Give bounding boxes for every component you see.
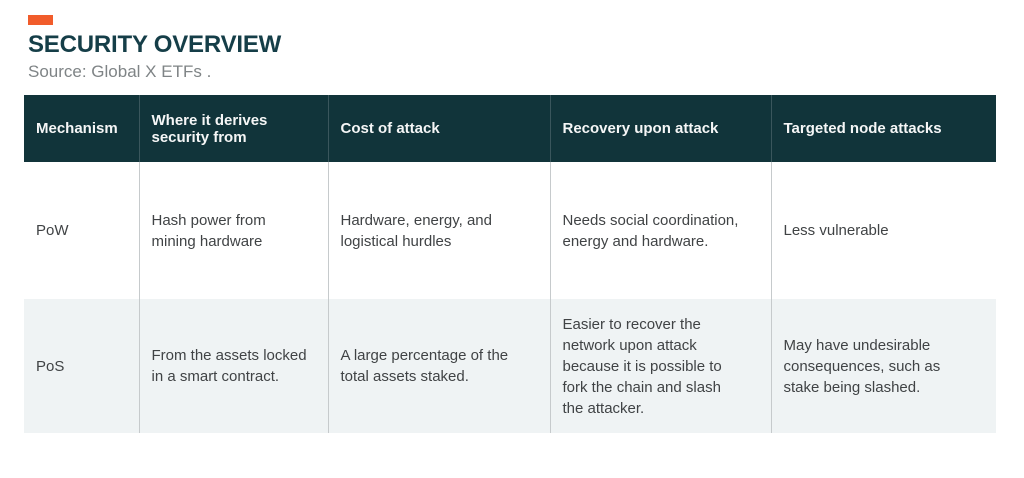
pos-cost-cell: A large percentage of the total assets s… — [327, 299, 550, 433]
security-table: Mechanism Where it derives security from… — [24, 95, 996, 433]
column-header-targeted-node-attacks: Targeted node attacks — [770, 95, 996, 162]
pos-mechanism-cell: PoS — [36, 357, 65, 375]
column-header-cost-of-attack: Cost of attack — [327, 95, 550, 162]
pos-derives-cell: From the assets locked in a smart contra… — [138, 299, 328, 433]
table-header-row: Mechanism Where it derives security from… — [24, 95, 996, 162]
source-line: Source: Global X ETFs . — [28, 62, 212, 81]
table-row-pos: PoS From the assets locked in a smart co… — [24, 299, 996, 433]
pow-targeted-cell: Less vulnerable — [770, 162, 996, 299]
pow-derives-cell: Hash power from mining hardware — [138, 162, 328, 299]
accent-dash — [28, 15, 53, 25]
pow-recovery-cell: Needs social coordination, energy and ha… — [549, 162, 771, 299]
pos-targeted-cell: May have undesirable consequences, such … — [770, 299, 996, 433]
pow-cost-cell: Hardware, energy, and logistical hurdles — [327, 162, 550, 299]
pos-recovery-cell: Easier to recover the network upon attac… — [549, 299, 771, 433]
page-title: SECURITY OVERVIEW — [28, 31, 282, 58]
column-header-mechanism: Mechanism — [24, 95, 139, 162]
table-row-pow: PoW Hash power from mining hardware Hard… — [24, 162, 996, 299]
column-header-recovery: Recovery upon attack — [549, 95, 771, 162]
column-header-derives-security: Where it derives security from — [138, 95, 328, 162]
pow-mechanism-cell: PoW — [36, 222, 69, 239]
